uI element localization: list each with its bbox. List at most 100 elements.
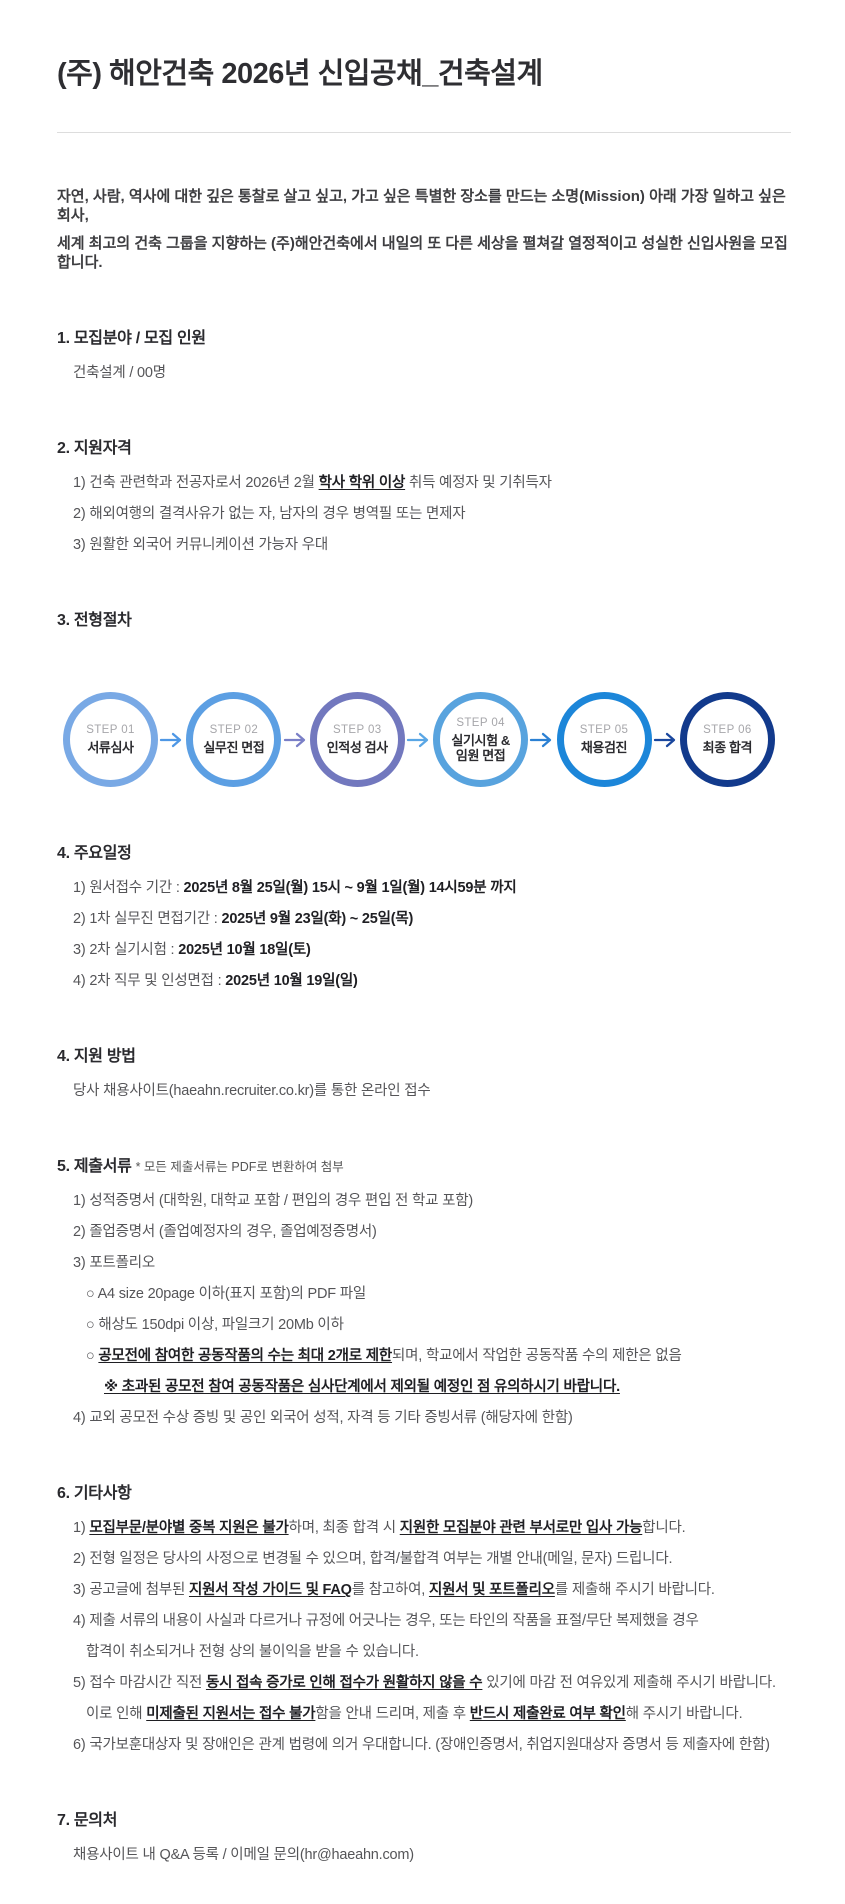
section-heading: 1. 모집분야 / 모집 인원 bbox=[57, 330, 206, 347]
text-segment: 건축설계 / 00명 bbox=[73, 365, 166, 381]
text-segment: 지원서 작성 가이드 및 FAQ bbox=[188, 1582, 352, 1598]
text-segment: 합격이 취소되거나 전형 상의 불이익을 받을 수 있습니다. bbox=[86, 1644, 419, 1660]
text-segment: 해 주시기 바랍니다. bbox=[625, 1706, 743, 1722]
body-line: ○ 해상도 150dpi 이상, 파일크기 20Mb 이하 bbox=[57, 1316, 791, 1334]
process-step: STEP 06 최종 합격 bbox=[679, 692, 775, 787]
intro-paragraph: 자연, 사람, 역사에 대한 깊은 통찰로 살고 싶고, 가고 싶은 특별한 장… bbox=[57, 187, 791, 272]
body-line: 6) 국가보훈대상자 및 장애인은 관계 법령에 의거 우대합니다. (장애인증… bbox=[57, 1736, 791, 1754]
body-line: 1) 성적증명서 (대학원, 대학교 포함 / 편입의 경우 편입 전 학교 포… bbox=[57, 1192, 791, 1210]
body-line: 1) 모집부문/분야별 중복 지원은 불가하며, 최종 합격 시 지원한 모집분… bbox=[57, 1519, 791, 1537]
text-segment: 3) 공고글에 첨부된 bbox=[73, 1582, 189, 1598]
text-segment: 3) 2차 실기시험 : bbox=[73, 942, 179, 958]
body-line: 합격이 취소되거나 전형 상의 불이익을 받을 수 있습니다. bbox=[57, 1643, 791, 1661]
section-heading: 3. 전형절차 bbox=[57, 612, 132, 629]
step-code-label: STEP 06 bbox=[703, 724, 752, 736]
step-code-label: STEP 02 bbox=[209, 724, 259, 736]
step-code-label: STEP 01 bbox=[86, 724, 135, 736]
process-step: STEP 02 실무진 면접 bbox=[186, 692, 282, 787]
body-line: 5) 접수 마감시간 직전 동시 접속 증가로 인해 접수가 원활하지 않을 수… bbox=[57, 1674, 791, 1692]
section-2: 2. 지원자격 1) 건축 관련학과 전공자로서 2026년 2월 학사 학위 이… bbox=[57, 434, 791, 554]
step-name-label: 최종 합격 bbox=[702, 740, 753, 755]
body-line: 2) 1차 실무진 면접기간 : 2025년 9월 23일(화) ~ 25일(목… bbox=[57, 910, 791, 928]
text-segment: 공모전에 참여한 공동작품의 수는 최대 2개로 제한 bbox=[98, 1348, 393, 1364]
text-segment: 취득 예정자 및 기취득자 bbox=[405, 475, 552, 491]
text-segment: 1) 성적증명서 (대학원, 대학교 포함 / 편입의 경우 편입 전 학교 포… bbox=[73, 1193, 474, 1209]
body-line: 당사 채용사이트(haeahn.recruiter.co.kr)를 통한 온라인… bbox=[57, 1082, 791, 1100]
body-line: ○ A4 size 20page 이하(표지 포함)의 PDF 파일 bbox=[57, 1285, 791, 1303]
process-step: STEP 03 인적성 검사 bbox=[309, 692, 405, 787]
text-segment: 2) 졸업증명서 (졸업예정자의 경우, 졸업예정증명서) bbox=[73, 1224, 377, 1240]
text-segment: 모집부문/분야별 중복 지원은 불가 bbox=[89, 1520, 289, 1536]
text-segment: 를 참고하여, bbox=[351, 1582, 429, 1598]
body-line: ○ 공모전에 참여한 공동작품의 수는 최대 2개로 제한되며, 학교에서 작업… bbox=[57, 1347, 791, 1365]
text-segment: 를 제출해 주시기 바랍니다. bbox=[554, 1582, 715, 1598]
body-line: 3) 2차 실기시험 : 2025년 10월 18일(토) bbox=[57, 941, 791, 959]
body-line: 4) 제출 서류의 내용이 사실과 다르거나 규정에 어긋나는 경우, 또는 타… bbox=[57, 1612, 791, 1630]
text-segment: 있기에 마감 전 여유있게 제출해 주시기 바랍니다. bbox=[482, 1675, 776, 1691]
body-line: 3) 공고글에 첨부된 지원서 작성 가이드 및 FAQ를 참고하여, 지원서 … bbox=[57, 1581, 791, 1599]
step-code-label: STEP 05 bbox=[579, 724, 629, 736]
text-segment: 1) 건축 관련학과 전공자로서 2026년 2월 bbox=[73, 475, 319, 491]
body-line: 4) 교외 공모전 수상 증빙 및 공인 외국어 성적, 자격 등 기타 증빙서… bbox=[57, 1409, 791, 1427]
step-name-label: 실무진 면접 bbox=[203, 740, 265, 755]
process-step: STEP 04 실기시험 & 임원 면접 bbox=[433, 692, 529, 787]
text-segment: 2025년 9월 23일(화) ~ 25일(목) bbox=[221, 911, 414, 927]
step-name-label: 실기시험 & 임원 면접 bbox=[451, 732, 510, 763]
step-name-label: 채용검진 bbox=[580, 740, 628, 755]
page-title: (주) 해안건축 2026년 신입공채_건축설계 bbox=[57, 58, 543, 90]
text-segment: ※ 초과된 공모전 참여 공동작품은 심사단계에서 제외될 예정인 점 유의하시… bbox=[104, 1379, 620, 1395]
text-segment: ○ 해상도 150dpi 이상, 파일크기 20Mb 이하 bbox=[86, 1317, 344, 1333]
text-segment: 4) 제출 서류의 내용이 사실과 다르거나 규정에 어긋나는 경우, 또는 타… bbox=[73, 1613, 699, 1629]
text-segment: 지원한 모집분야 관련 부서로만 입사 가능 bbox=[399, 1520, 643, 1536]
section-heading-note: * 모든 제출서류는 PDF로 변환하여 첨부 bbox=[135, 1160, 344, 1174]
body-line: 2) 전형 일정은 당사의 사정으로 변경될 수 있으며, 합격/불합격 여부는… bbox=[57, 1550, 791, 1568]
title-divider bbox=[57, 132, 791, 133]
intro-line: 세계 최고의 건축 그룹을 지향하는 (주)해안건축에서 내일의 또 다른 세상… bbox=[57, 235, 788, 271]
body-line: ※ 초과된 공모전 참여 공동작품은 심사단계에서 제외될 예정인 점 유의하시… bbox=[57, 1378, 791, 1396]
section-heading: 4. 지원 방법 bbox=[57, 1048, 136, 1065]
section-7: 6. 기타사항 1) 모집부문/분야별 중복 지원은 불가하며, 최종 합격 시 … bbox=[57, 1479, 791, 1754]
intro-line: 자연, 사람, 역사에 대한 깊은 통찰로 살고 싶고, 가고 싶은 특별한 장… bbox=[57, 188, 786, 224]
text-segment: 3) 포트폴리오 bbox=[73, 1255, 156, 1271]
text-segment: ○ A4 size 20page 이하(표지 포함)의 PDF 파일 bbox=[86, 1286, 366, 1302]
text-segment: 학사 학위 이상 bbox=[318, 475, 406, 491]
body-line: 1) 원서접수 기간 : 2025년 8월 25일(월) 15시 ~ 9월 1일… bbox=[57, 879, 791, 897]
arrow-right-icon bbox=[283, 732, 305, 747]
text-segment: ○ bbox=[86, 1348, 99, 1364]
text-segment: 2) 해외여행의 결격사유가 없는 자, 남자의 경우 병역필 또는 면제자 bbox=[73, 506, 466, 522]
text-segment: 2) 1차 실무진 면접기간 : bbox=[73, 911, 222, 927]
section-heading: 6. 기타사항 bbox=[57, 1485, 132, 1502]
section-heading: 2. 지원자격 bbox=[57, 440, 132, 457]
text-segment: 4) 2차 직무 및 인성면접 : bbox=[73, 973, 226, 989]
body-line: 이로 인해 미제출된 지원서는 접수 불가함을 안내 드리며, 제출 후 반드시… bbox=[57, 1705, 791, 1723]
text-segment: 되며, 학교에서 작업한 공동작품 수의 제한은 없음 bbox=[392, 1348, 682, 1364]
arrow-right-icon bbox=[530, 732, 552, 747]
text-segment: 2) 전형 일정은 당사의 사정으로 변경될 수 있으며, 합격/불합격 여부는… bbox=[73, 1551, 673, 1567]
body-line: 3) 원활한 외국어 커뮤니케이션 가능자 우대 bbox=[57, 536, 791, 554]
text-segment: 합니다. bbox=[642, 1520, 686, 1536]
text-segment: 2025년 10월 18일(토) bbox=[178, 942, 311, 958]
step-name-label: 서류심사 bbox=[87, 740, 134, 755]
text-segment: 반드시 제출완료 여부 확인 bbox=[469, 1706, 626, 1722]
body-line: 1) 건축 관련학과 전공자로서 2026년 2월 학사 학위 이상 취득 예정… bbox=[57, 474, 791, 492]
step-name-label: 인적성 검사 bbox=[326, 740, 388, 755]
body-line: 2) 졸업증명서 (졸업예정자의 경우, 졸업예정증명서) bbox=[57, 1223, 791, 1241]
text-segment: 1) bbox=[73, 1520, 90, 1536]
text-segment: 지원서 및 포트폴리오 bbox=[428, 1582, 555, 1598]
section-3: 3. 전형절차 STEP 01 서류심사 STEP 02 실무진 면접 STEP 03 인적… bbox=[57, 606, 791, 787]
text-segment: 이로 인해 bbox=[86, 1706, 147, 1722]
text-segment: 2025년 10월 19일(일) bbox=[225, 973, 358, 989]
text-segment: 5) 접수 마감시간 직전 bbox=[73, 1675, 206, 1691]
step-code-label: STEP 03 bbox=[332, 724, 382, 736]
step-code-label: STEP 04 bbox=[456, 716, 505, 729]
process-step: STEP 01 서류심사 bbox=[63, 692, 158, 787]
text-segment: 4) 교외 공모전 수상 증빙 및 공인 외국어 성적, 자격 등 기타 증빙서… bbox=[73, 1410, 573, 1426]
text-segment: 미제출된 지원서는 접수 불가 bbox=[146, 1706, 316, 1722]
body-line: 채용사이트 내 Q&A 등록 / 이메일 문의(hr@haeahn.com) bbox=[57, 1846, 791, 1864]
text-segment: 동시 접속 증가로 인해 접수가 원활하지 않을 수 bbox=[205, 1675, 483, 1691]
